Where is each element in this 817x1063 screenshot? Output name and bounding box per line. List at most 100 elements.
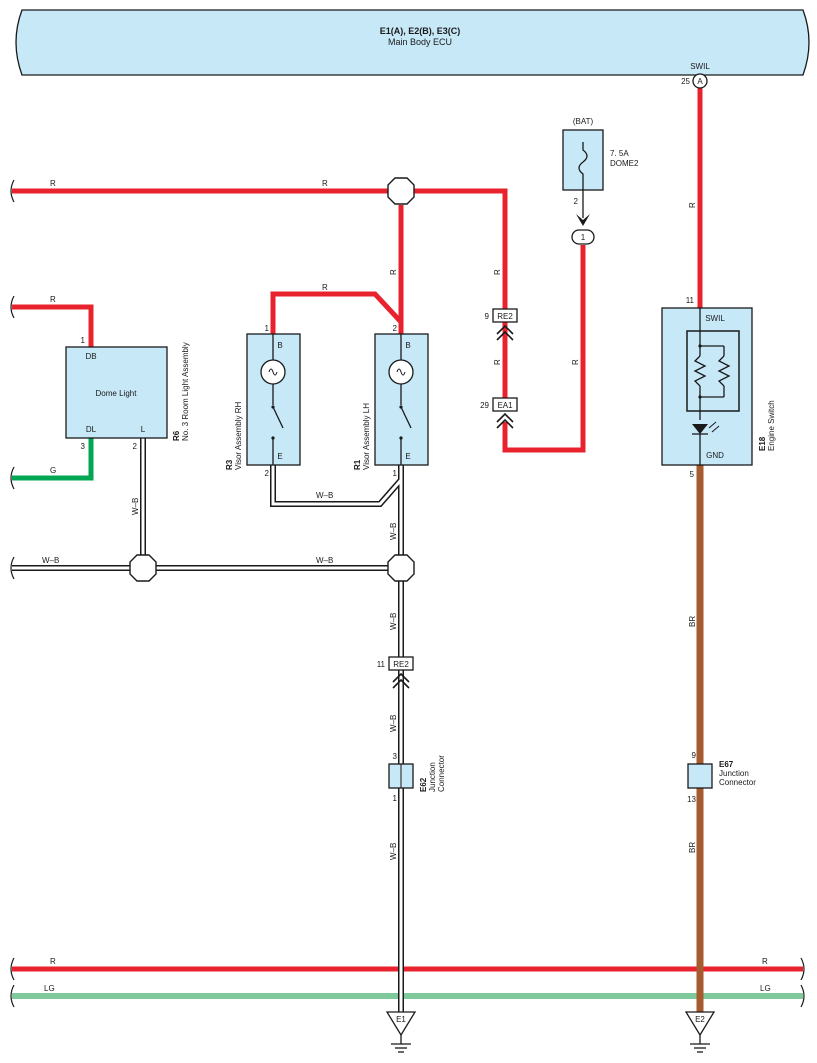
e62-name2: Connector — [437, 755, 446, 792]
green-wire — [12, 437, 94, 481]
dome-code: R6 — [172, 430, 181, 441]
dome-name: No. 3 Room Light Assembly — [181, 342, 190, 441]
dome-n-db: 1 — [81, 336, 86, 345]
wire-label-r-v5: R — [688, 202, 697, 208]
e62-name1: Junction — [428, 762, 437, 792]
wire-breaks — [10, 179, 805, 1008]
dome-label: Dome Light — [96, 389, 138, 398]
visor-rh-name: Visor Assembly RH — [234, 401, 243, 470]
wire-label-g: G — [50, 466, 56, 475]
visor-rh-n-b: 1 — [265, 324, 270, 333]
visor-rh-n-e: 2 — [265, 469, 270, 478]
fuse-joint: 1 — [581, 233, 586, 242]
visor-lh-n-b: 2 — [393, 324, 398, 333]
wire-label-lg-1: LG — [44, 984, 55, 993]
wire-label-wb-v5: W–B — [389, 843, 398, 860]
dome-n-dl: 3 — [81, 442, 86, 451]
e67-code: E67 — [719, 760, 734, 769]
inline-re2-b: RE2 — [393, 660, 409, 669]
inline-re2-a-pin: 9 — [485, 312, 490, 321]
e62-n-top: 3 — [393, 752, 398, 761]
wire-label-r-1: R — [50, 179, 56, 188]
visor-rh-pin-b: B — [277, 341, 282, 350]
wire-label-r-v4: R — [571, 359, 580, 365]
splice-red — [387, 177, 415, 205]
junction-connector-e67: 9 13 E67 Junction Connector — [687, 751, 756, 804]
ground-e2: E2 — [684, 1011, 716, 1053]
wire-label-wb-1: W–B — [42, 556, 59, 565]
inline-ea1-pin: 29 — [480, 401, 489, 410]
wire-label-wb-v3: W–B — [389, 613, 398, 630]
visor-lh-name: Visor Assembly LH — [362, 403, 371, 470]
e67-n-bot: 13 — [687, 795, 696, 804]
visor-lh-n-e: 1 — [393, 469, 398, 478]
ecu-title: E1(A), E2(B), E3(C) — [380, 26, 461, 36]
dome-pin-db: DB — [85, 352, 96, 361]
visor-rh-r3: B E 1 2 R3 Visor Assembly RH — [225, 324, 301, 478]
dome-pin-l: L — [141, 425, 146, 434]
inline-re2-a: RE2 — [497, 312, 513, 321]
engine-code: E18 — [758, 436, 767, 451]
main-body-ecu: E1(A), E2(B), E3(C) Main Body ECU SWIL — [15, 9, 810, 76]
wire-label-br-2: BR — [688, 842, 697, 853]
inline-connectors: RE2 9 EA1 29 RE2 11 — [377, 308, 518, 689]
visor-rh-code: R3 — [225, 459, 234, 470]
wire-label-r-v2: R — [493, 269, 502, 275]
fuse-dome2: 1 (BAT) 7. 5A DOME2 2 — [562, 117, 639, 245]
ecu-connector-a — [692, 73, 708, 89]
e62-code: E62 — [419, 777, 428, 792]
wire-label-r-5: R — [50, 957, 56, 966]
visor-lh-code: R1 — [353, 459, 362, 470]
wire-label-r-2: R — [322, 179, 328, 188]
e67-n-top: 9 — [692, 751, 697, 760]
engine-pin-swil: SWIL — [705, 314, 725, 323]
fuse-pin: 2 — [574, 197, 579, 206]
wire-label-wb-v2: W–B — [389, 523, 398, 540]
dome-n-l: 2 — [133, 442, 138, 451]
ground-e1: E1 — [385, 1011, 417, 1053]
e67-name1: Junction — [719, 769, 749, 778]
visor-lh-pin-e: E — [405, 452, 410, 461]
e67-name2: Connector — [719, 778, 756, 787]
wire-label-wb-2: W–B — [316, 556, 333, 565]
ecu-pin-no: 25 — [681, 77, 690, 86]
wire-label-r-4: R — [50, 295, 56, 304]
dome-light-r6: Dome Light DB DL L 1 3 2 R6 No. 3 Room L… — [65, 336, 190, 451]
visor-lh-pin-b: B — [405, 341, 410, 350]
wire-label-wb-3: W–B — [316, 491, 333, 500]
junction-connector-e62: 3 1 E62 Junction Connector — [388, 752, 446, 803]
engine-n-top: 11 — [686, 296, 695, 305]
fuse-rating: 7. 5A — [610, 149, 629, 158]
ecu-subtitle: Main Body ECU — [388, 37, 452, 47]
wire-label-wb-v4: W–B — [389, 715, 398, 732]
inline-re2-b-pin: 11 — [377, 660, 386, 669]
ground-e2-label: E2 — [695, 1015, 705, 1024]
wire-label-r-v1: R — [389, 269, 398, 275]
visor-lh-r1: B E 2 1 R1 Visor Assembly LH — [353, 324, 429, 478]
engine-name: Engine Switch — [767, 400, 776, 451]
splices — [129, 177, 415, 582]
ground-e1-label: E1 — [396, 1015, 406, 1024]
e62-n-bot: 1 — [393, 794, 398, 803]
visor-rh-pin-e: E — [277, 452, 282, 461]
wire-label-r-v3: R — [493, 359, 502, 365]
engine-switch-e18: SWIL GND 11 5 E18 Engine Switch — [661, 296, 776, 479]
ecu-pin-label: SWIL — [690, 62, 710, 71]
wire-label-br-1: BR — [688, 616, 697, 627]
wire-labels: R R R R G W–B W–B W–B R R LG LG R R R R … — [42, 179, 771, 993]
wb-wires — [12, 438, 404, 1012]
engine-n-bot: 5 — [690, 470, 695, 479]
fuse-source: (BAT) — [573, 117, 594, 126]
splice-wb-right — [387, 554, 415, 582]
wire-label-lg-2: LG — [760, 984, 771, 993]
dome-pin-dl: DL — [86, 425, 97, 434]
ecu-connector-label: A — [697, 77, 703, 86]
wire-label-wb-v1: W–B — [131, 498, 140, 515]
wire-label-r-6: R — [762, 957, 768, 966]
inline-ea1: EA1 — [497, 401, 513, 410]
engine-pin-gnd: GND — [706, 451, 724, 460]
wire-label-r-3: R — [322, 283, 328, 292]
splice-wb-left — [129, 554, 157, 582]
fuse-name: DOME2 — [610, 159, 639, 168]
